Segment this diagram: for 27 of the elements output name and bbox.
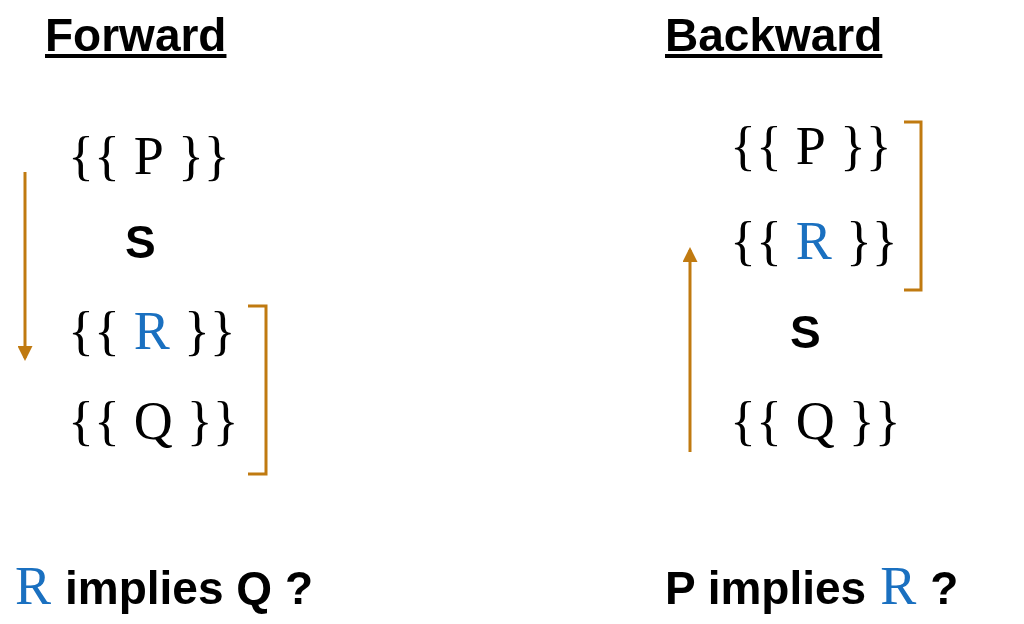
assertion-text: }} bbox=[839, 115, 892, 177]
assertion-text: }} bbox=[177, 125, 230, 187]
assertion-text: {{ bbox=[730, 390, 782, 452]
assertion-text: {{ bbox=[68, 300, 120, 362]
statement-letter: S bbox=[790, 305, 821, 359]
assertion-text: }} bbox=[186, 390, 239, 452]
statement-letter: S bbox=[125, 215, 156, 269]
assertion-text: R bbox=[795, 210, 832, 272]
assertion-text: R bbox=[880, 555, 917, 617]
assertion-text: }} bbox=[848, 390, 901, 452]
assertion-text: }} bbox=[845, 210, 898, 272]
assertion-text: {{ bbox=[68, 125, 120, 187]
assertion-text: Q bbox=[133, 390, 173, 452]
assertion-text: {{ bbox=[730, 115, 782, 177]
assertion-text: {{ bbox=[730, 210, 782, 272]
assertion-text: }} bbox=[183, 300, 236, 362]
question-mark: ? bbox=[930, 561, 959, 615]
assertion-text: P bbox=[795, 115, 826, 177]
assertion-text: P bbox=[133, 125, 164, 187]
assertion-text: Q bbox=[795, 390, 835, 452]
assertion-text: R bbox=[15, 555, 52, 617]
heading: Backward bbox=[665, 8, 883, 62]
assertion-text: R bbox=[133, 300, 170, 362]
heading: Forward bbox=[45, 8, 227, 62]
question-text: P implies bbox=[665, 561, 867, 615]
assertion-text: {{ bbox=[68, 390, 120, 452]
question-text: implies Q ? bbox=[65, 561, 313, 615]
